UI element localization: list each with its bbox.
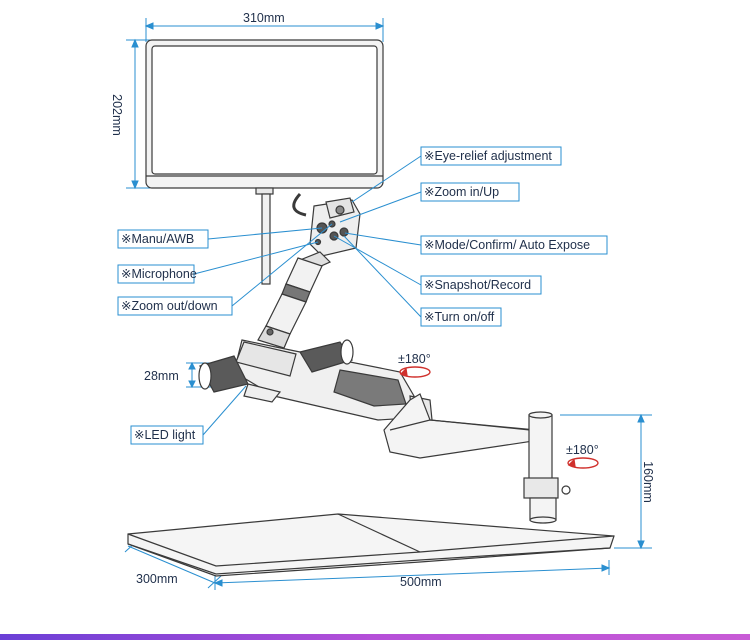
- dimension-lines: [124, 18, 652, 590]
- monitor: [145, 39, 384, 195]
- dim-pillar-rotation: ±180°: [566, 443, 599, 457]
- callout-eye-relief: ※Eye-relief adjustment: [424, 149, 552, 163]
- camera-head: [298, 197, 361, 271]
- dim-lens-diameter: 28mm: [144, 369, 179, 383]
- dim-stand-height: 160mm: [640, 461, 655, 503]
- callout-turn-onoff: ※Turn on/off: [424, 310, 495, 324]
- dim-arm-rotation: ±180°: [398, 352, 431, 366]
- monitor-pole: [261, 192, 307, 285]
- dim-monitor-width: 310mm: [243, 11, 285, 25]
- rotation-arrows: [399, 366, 599, 469]
- dim-base-depth: 300mm: [136, 572, 178, 586]
- lens-tube: [257, 257, 323, 349]
- callout-manu-awb: ※Manu/AWB: [121, 232, 195, 246]
- callout-leaders: [117, 146, 608, 445]
- base-plate: [127, 513, 615, 577]
- callout-zoom-in: ※Zoom in/Up: [424, 185, 500, 199]
- swing-arm: [383, 393, 542, 459]
- dim-monitor-height: 202mm: [109, 94, 124, 136]
- callout-zoom-out: ※Zoom out/down: [121, 299, 218, 313]
- callout-microphone: ※Microphone: [121, 267, 197, 281]
- callout-snapshot: ※Snapshot/Record: [424, 278, 532, 292]
- pillar: [523, 411, 571, 524]
- callout-mode-confirm: ※Mode/Confirm/ Auto Expose: [424, 238, 591, 252]
- led-light: [198, 339, 354, 403]
- dim-base-width: 500mm: [400, 575, 442, 589]
- callout-led-light: ※LED light: [134, 428, 196, 442]
- bottom-accent-bar: [0, 634, 750, 640]
